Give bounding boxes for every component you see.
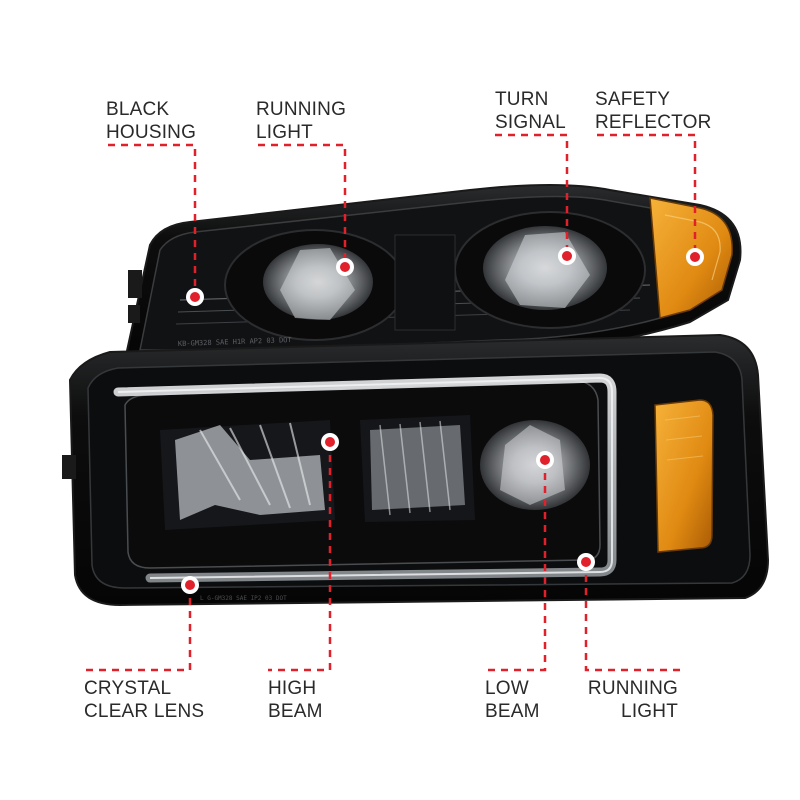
callout-dots xyxy=(181,247,704,594)
label-running-light-top-line2: LIGHT xyxy=(256,122,313,143)
upper-lens-marking: KB-GM328 SAE H1R AP2 03 DOT xyxy=(178,336,293,348)
label-crystal-clear-lens-line1: CRYSTAL xyxy=(84,678,172,699)
callout-line-turn-signal xyxy=(495,133,569,255)
callout-dot-icon xyxy=(336,258,354,276)
label-low-beam-line2: BEAM xyxy=(485,701,540,722)
label-high-beam-line2: BEAM xyxy=(268,701,323,722)
callout-dot-icon xyxy=(536,451,554,469)
label-running-light-bottom-line2: LIGHT xyxy=(621,701,678,722)
label-running-light-bottom-line1: RUNNING xyxy=(587,678,678,699)
callout-line-running-light-top xyxy=(258,143,347,265)
callout-line-black-housing xyxy=(108,143,197,297)
callout-dot-icon xyxy=(686,248,704,266)
callout-line-running-light-bottom xyxy=(584,562,682,672)
callout-line-safety-reflector xyxy=(597,133,697,255)
label-black-housing-line2: HOUSING xyxy=(106,122,197,143)
label-turn-signal-line2: SIGNAL xyxy=(495,112,566,133)
label-running-light-top: RUNNING LIGHT xyxy=(256,98,346,144)
lower-lens-marking: L G-GM328 SAE IP2 03 DOT xyxy=(200,595,287,602)
label-black-housing-line1: BLACK xyxy=(106,99,170,120)
callout-line-high-beam xyxy=(268,442,332,672)
callout-line-low-beam xyxy=(485,460,547,672)
lower-bumper-light: L G-GM328 SAE IP2 03 DOT xyxy=(62,333,770,607)
label-crystal-clear-lens: CRYSTAL CLEAR LENS xyxy=(84,677,204,723)
label-safety-reflector: SAFETY REFLECTOR xyxy=(595,88,712,134)
upper-headlight: KB-GM328 SAE H1R AP2 03 DOT xyxy=(123,184,742,364)
label-high-beam: HIGH BEAM xyxy=(268,677,323,723)
label-safety-reflector-line2: REFLECTOR xyxy=(595,112,712,133)
callout-dot-icon xyxy=(321,433,339,451)
label-low-beam: LOW BEAM xyxy=(485,677,540,723)
label-crystal-clear-lens-line2: CLEAR LENS xyxy=(84,701,205,722)
label-running-light-bottom: RUNNING LIGHT xyxy=(560,677,678,723)
label-safety-reflector-line1: SAFETY xyxy=(595,89,671,110)
callout-dot-icon xyxy=(577,553,595,571)
callout-dot-icon xyxy=(186,288,204,306)
callout-dot-icon xyxy=(558,247,576,265)
callout-lines xyxy=(85,133,697,672)
label-running-light-top-line1: RUNNING xyxy=(256,99,347,120)
label-turn-signal-line1: TURN xyxy=(495,89,549,110)
label-black-housing: BLACK HOUSING xyxy=(106,98,196,144)
callout-dot-icon xyxy=(181,576,199,594)
callout-line-crystal-clear-lens xyxy=(85,585,192,672)
label-turn-signal: TURN SIGNAL xyxy=(495,88,566,134)
label-low-beam-line1: LOW xyxy=(485,678,529,699)
label-high-beam-line1: HIGH xyxy=(268,678,317,699)
